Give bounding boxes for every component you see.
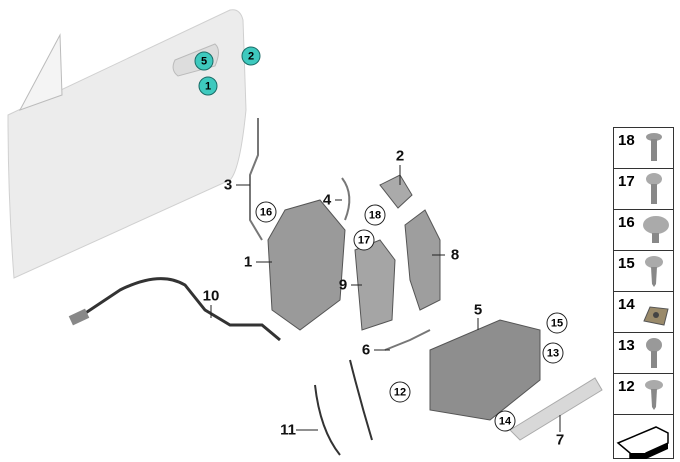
screw-icon bbox=[646, 133, 662, 161]
cover-7 bbox=[509, 377, 603, 441]
door-lock-1 bbox=[267, 199, 346, 331]
fastener-number: 16 bbox=[618, 214, 635, 231]
clip-nut-icon bbox=[643, 306, 669, 326]
fastener-row-arrow bbox=[614, 415, 673, 460]
cable-4 bbox=[341, 177, 351, 221]
rod-3 bbox=[249, 118, 263, 241]
label-6: 6 bbox=[361, 341, 371, 359]
label-1: 1 bbox=[243, 253, 253, 271]
label-5: 5 bbox=[473, 301, 483, 319]
label-3: 3 bbox=[223, 176, 233, 194]
fastener-number: 14 bbox=[618, 296, 635, 313]
circled-15: 15 bbox=[546, 312, 568, 334]
circled-17: 17 bbox=[353, 229, 375, 251]
callout-2-teal: 2 bbox=[241, 46, 261, 66]
label-10: 10 bbox=[202, 287, 220, 305]
screw-icon bbox=[646, 173, 662, 204]
callout-1-teal: 1 bbox=[198, 76, 218, 96]
cable-6 bbox=[384, 329, 431, 351]
fastener-row-18: 18 bbox=[614, 128, 673, 169]
bracket-2 bbox=[379, 174, 413, 209]
fastener-number: 15 bbox=[618, 255, 635, 272]
cable-11 bbox=[314, 359, 373, 456]
label-9: 9 bbox=[338, 276, 348, 294]
fastener-panel: 18 17 16 15 14 13 12 bbox=[613, 127, 674, 459]
arrow-icon bbox=[616, 426, 669, 459]
circled-13: 13 bbox=[542, 342, 564, 364]
fastener-row-13: 13 bbox=[614, 333, 673, 374]
screw-icon bbox=[645, 256, 663, 287]
bracket-8 bbox=[404, 209, 441, 311]
label-8: 8 bbox=[450, 246, 460, 264]
circled-14: 14 bbox=[494, 410, 516, 432]
fastener-row-15: 15 bbox=[614, 251, 673, 292]
fastener-number: 17 bbox=[618, 173, 635, 190]
handle-carrier-5 bbox=[429, 319, 541, 421]
screw-icon bbox=[645, 380, 663, 410]
label-11: 11 bbox=[280, 421, 296, 439]
fastener-number: 13 bbox=[618, 337, 635, 354]
fastener-row-14: 14 bbox=[614, 292, 673, 333]
fastener-row-16: 16 bbox=[614, 210, 673, 251]
screw-icon bbox=[643, 216, 669, 243]
label-7: 7 bbox=[555, 431, 565, 449]
carrier-9 bbox=[354, 239, 396, 331]
fastener-row-17: 17 bbox=[614, 169, 673, 210]
label-2: 2 bbox=[395, 147, 405, 165]
cable-10 bbox=[77, 277, 281, 342]
circled-12: 12 bbox=[389, 381, 411, 403]
screw-icon bbox=[646, 338, 662, 368]
callout-5-teal: 5 bbox=[194, 51, 214, 71]
label-4: 4 bbox=[322, 191, 332, 209]
fastener-number: 18 bbox=[618, 132, 635, 149]
circled-18: 18 bbox=[364, 204, 386, 226]
fastener-number: 12 bbox=[618, 378, 635, 395]
fastener-row-12: 12 bbox=[614, 374, 673, 415]
door-panel bbox=[7, 9, 247, 279]
circled-16: 16 bbox=[255, 201, 277, 223]
